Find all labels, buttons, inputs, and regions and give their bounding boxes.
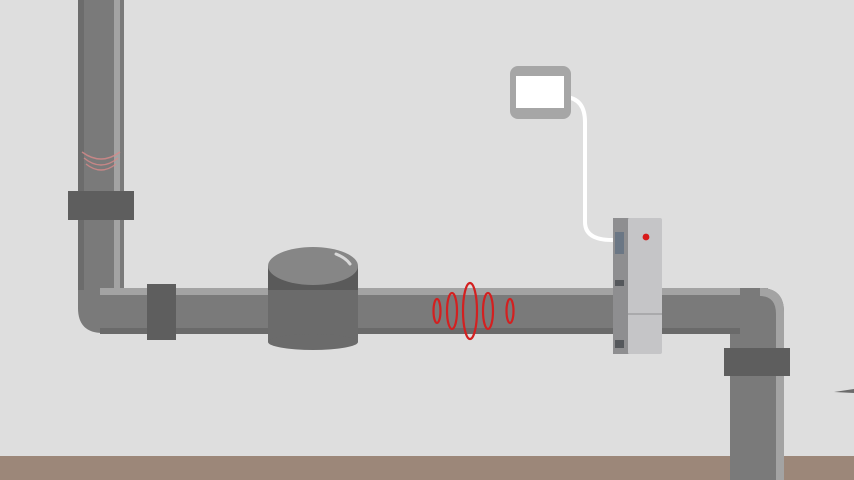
pipe-clamp-right-vertical: [724, 348, 790, 376]
pipe-clamp-left-vertical: [68, 191, 134, 220]
faint-wave-icon: [81, 151, 121, 171]
floor-strip: [0, 456, 854, 480]
leak-detector-device: [613, 218, 662, 354]
sound-wave-icon: [432, 281, 515, 341]
vertical-pipe-right: [730, 288, 784, 480]
pipe-clamp-horizontal: [147, 284, 176, 340]
water-meter: [268, 247, 358, 350]
vertical-pipe-left: [78, 0, 124, 333]
edge-fragment: [834, 389, 854, 393]
status-led: [642, 233, 650, 241]
power-cable: [564, 95, 614, 242]
wall-outlet: [510, 66, 571, 119]
